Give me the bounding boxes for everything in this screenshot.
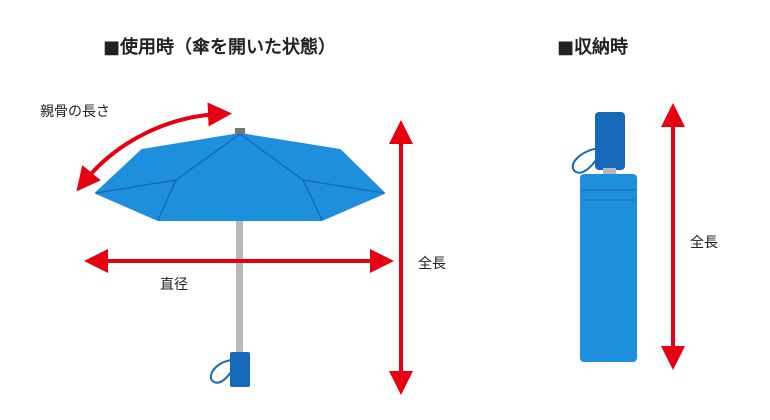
rib-length-label: 親骨の長さ [40, 104, 110, 120]
closed-umbrella-handle [595, 112, 625, 170]
closed-umbrella-shaft [603, 168, 616, 176]
open-umbrella [95, 128, 385, 387]
closed-umbrella [571, 112, 637, 362]
heading-in-use: ■使用時（傘を開いた状態） [103, 37, 337, 58]
umbrella-tip [235, 128, 245, 136]
diameter-label: 直径 [160, 277, 188, 293]
total-length-label-open: 全長 [418, 256, 446, 272]
rib-length-arrow [76, 102, 232, 192]
closed-umbrella-sleeve [580, 174, 637, 362]
closed-handle-strap [571, 147, 601, 174]
heading-stored: ■収納時 [557, 37, 629, 58]
total-length-label-closed: 全長 [690, 235, 718, 251]
umbrella-handle [230, 352, 250, 387]
umbrella-canopy [95, 133, 385, 221]
umbrella-shaft [236, 210, 243, 355]
